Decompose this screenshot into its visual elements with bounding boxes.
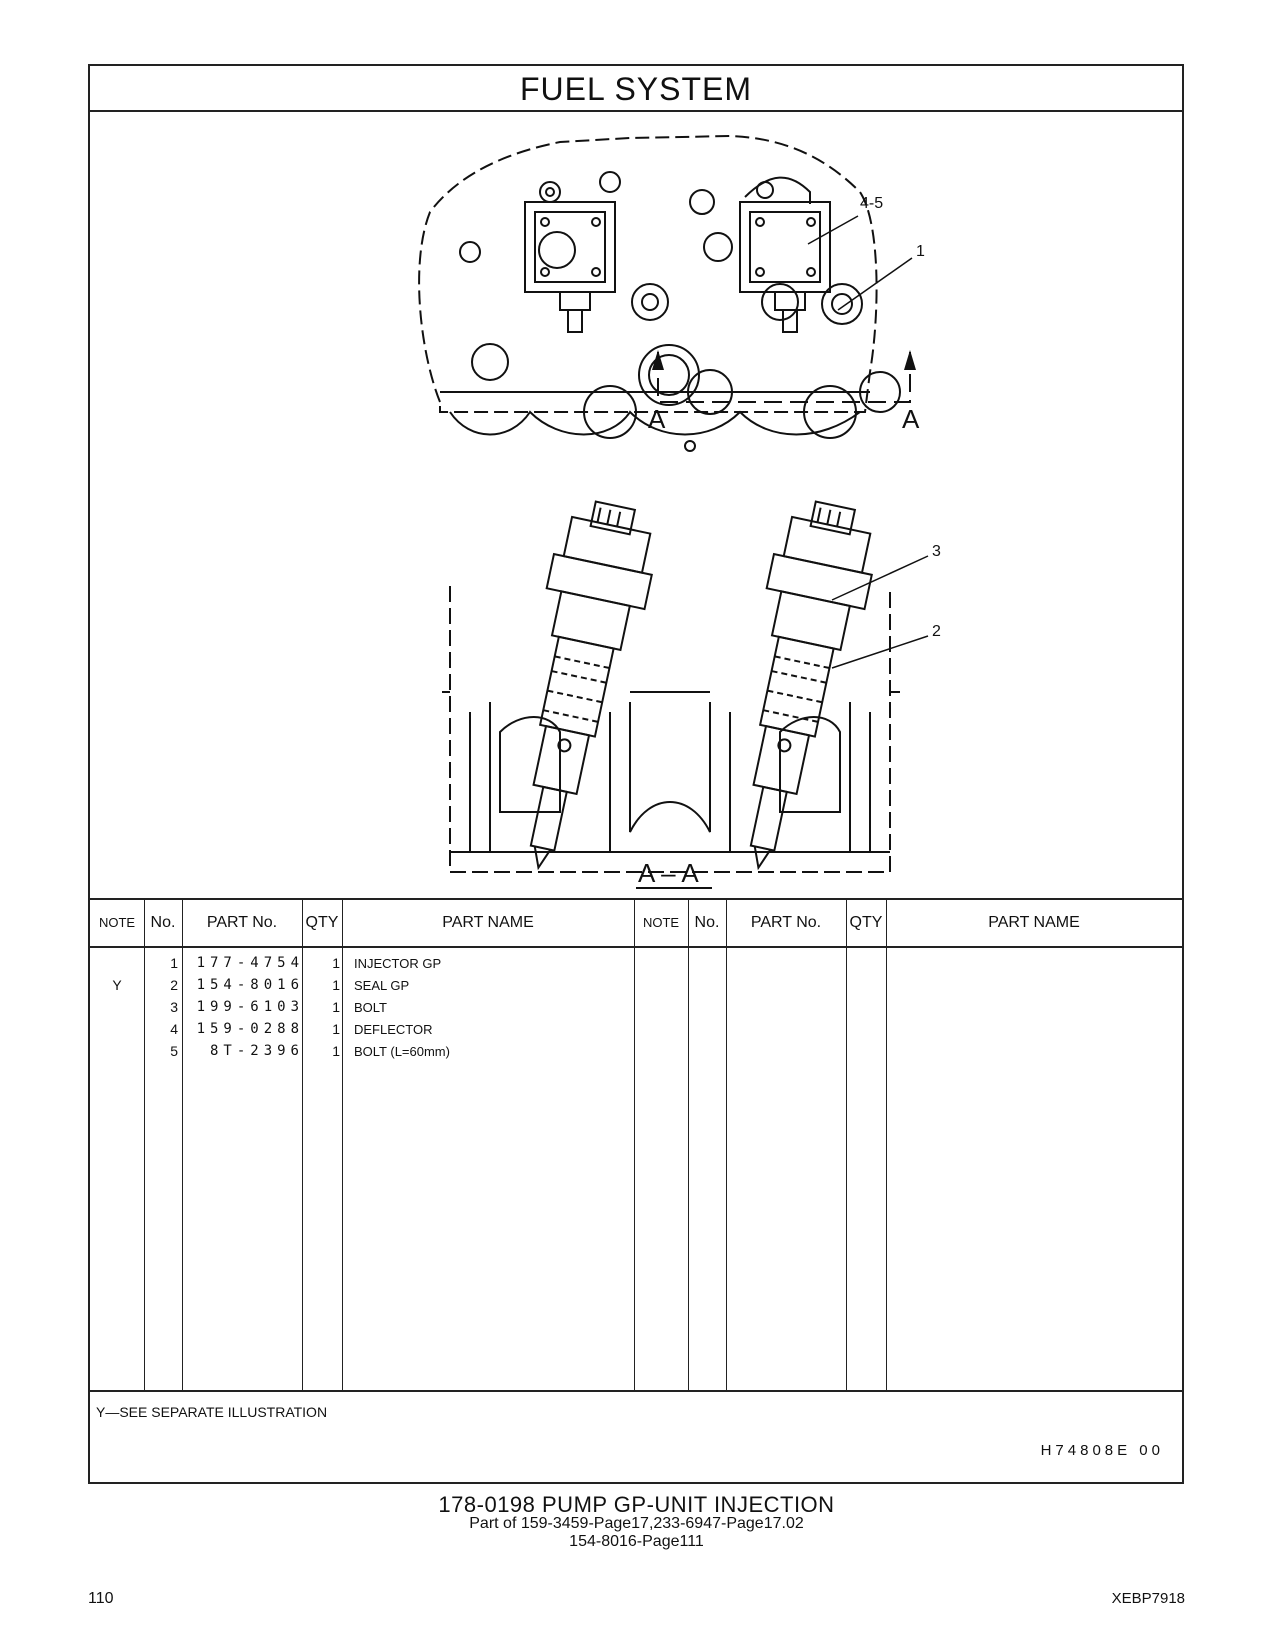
callout-4-5: 4-5 xyxy=(860,195,883,212)
header-no: No. xyxy=(150,914,176,931)
header-part-no-2: PART No. xyxy=(750,914,822,931)
right-injector xyxy=(749,500,873,871)
table-row: 5 8T-2396 1 BOLT (L=60mm) xyxy=(170,1043,450,1059)
header-part-name: PART NAME xyxy=(442,914,534,931)
callout-3: 3 xyxy=(932,543,941,560)
injector-drawing: 4-5 1 3 2 A A A – A xyxy=(418,134,941,889)
left-injector xyxy=(529,500,653,871)
header-no-2: No. xyxy=(694,914,720,931)
callout-2: 2 xyxy=(932,623,941,640)
table-row: Y 2 154-8016 1 SEAL GP xyxy=(112,977,410,993)
section-mark-right: A xyxy=(902,404,920,434)
leader-3 xyxy=(831,555,929,601)
exploded-illustration: 4-5 1 3 2 A A A – A xyxy=(90,112,1182,898)
header-note-2: NOTE xyxy=(642,915,680,930)
section-mark-left: A xyxy=(648,404,666,434)
header-qty-2: QTY xyxy=(849,914,883,931)
table-footer: Y—SEE SEPARATE ILLUSTRATION H74808E 00 xyxy=(90,1390,1182,1484)
table-row: 4 159-0288 1 DEFLECTOR xyxy=(170,1021,433,1037)
table-header: NOTE No. PART No. QTY PART NAME NOTE No.… xyxy=(90,900,1182,948)
leader-4-5 xyxy=(807,215,859,245)
document-id: XEBP7918 xyxy=(1111,1590,1185,1607)
header-part-no: PART No. xyxy=(206,914,278,931)
leader-2 xyxy=(831,635,929,669)
header-part-name-2: PART NAME xyxy=(988,914,1080,931)
footnote: Y—SEE SEPARATE ILLUSTRATION xyxy=(96,1404,328,1420)
section-label: A – A xyxy=(638,858,699,888)
leader-1 xyxy=(837,257,913,311)
parts-frame: FUEL SYSTEM xyxy=(88,64,1184,1484)
callout-1: 1 xyxy=(916,243,925,260)
caption-title: 178-0198 PUMP GP-UNIT INJECTION xyxy=(438,1492,835,1517)
caption-parent: Part of 159-3459-Page17,233-6947-Page17.… xyxy=(469,1515,804,1532)
illustration-code: H74808E 00 xyxy=(1040,1442,1164,1459)
page-title: FUEL SYSTEM xyxy=(90,66,1182,112)
header-qty: QTY xyxy=(305,914,339,931)
caption-reference: 154-8016-Page111 xyxy=(569,1533,704,1550)
header-note: NOTE xyxy=(98,915,136,930)
page-number: 110 xyxy=(88,1590,114,1607)
table-row: 3 199-6103 1 BOLT xyxy=(170,999,387,1015)
parts-table: NOTE No. PART No. QTY PART NAME NOTE No.… xyxy=(90,898,1182,1390)
table-row: 1 177-4754 1 INJECTOR GP xyxy=(170,955,442,971)
